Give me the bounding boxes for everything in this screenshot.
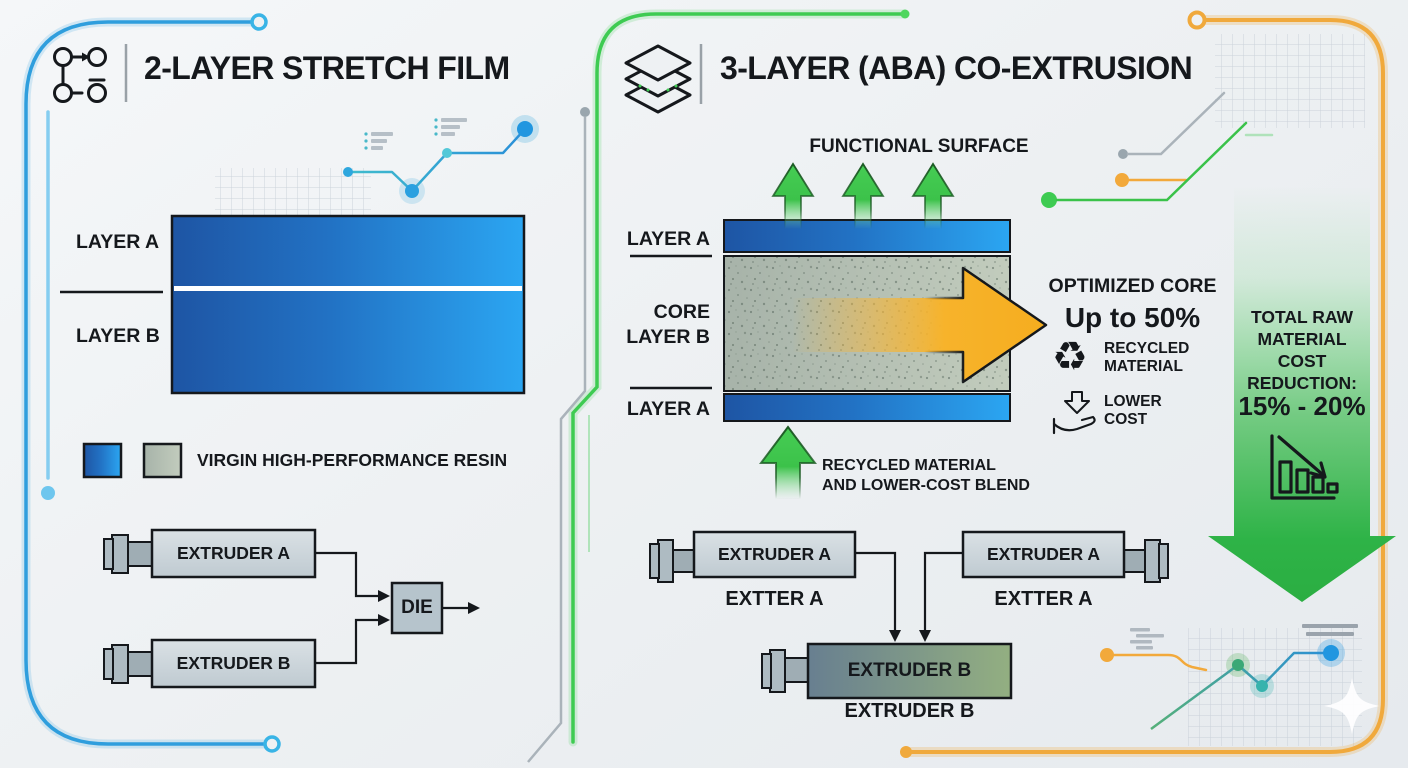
- cost-reduction-down-arrow: [1208, 186, 1396, 602]
- orange-frame: [909, 18, 1385, 754]
- core-layer-label: CORE LAYER B: [626, 301, 710, 348]
- grid-decoration-top-right: [1215, 34, 1365, 128]
- extruder-a-shape: [103, 528, 317, 579]
- right-extruder-flow: [649, 530, 1169, 700]
- green-up-arrow: [841, 162, 885, 230]
- list-icon: [434, 118, 467, 136]
- mini-line-chart-top: [343, 115, 539, 204]
- extruder-b-shape: [103, 638, 317, 689]
- lower-cost-label: LOWER COST: [1104, 393, 1162, 428]
- frame-lines: [21, 9, 1388, 763]
- layer-a-bottom-band: [723, 393, 1011, 422]
- list-icon: [1302, 624, 1358, 636]
- blue-frame-end-ring: [263, 735, 281, 753]
- gray-divider-line: [527, 117, 587, 763]
- legend-swatches: [82, 442, 183, 479]
- legend-swatch-blue: [82, 442, 123, 479]
- extruder-a-label: EXTRUDER A: [176, 543, 291, 564]
- extruder-b-caption: EXTRUDER B: [844, 700, 975, 722]
- extruder-b-shape: [761, 642, 1013, 700]
- extruder-a-left-label: EXTRUDER A: [717, 544, 832, 565]
- mini-line-chart-bottom: [1100, 624, 1380, 734]
- recycled-material-label: RECYCLED MATERIAL: [1104, 340, 1190, 375]
- left-panel-title: 2-LAYER STRETCH FILM: [144, 50, 510, 86]
- two-layer-film: [170, 214, 526, 395]
- left-extruder-flow: [103, 528, 480, 689]
- functional-surface-label: FUNCTIONAL SURFACE: [809, 136, 1029, 157]
- extruder-a-right-shape: [961, 530, 1169, 583]
- extruder-a-left-caption: EXTTER A: [725, 588, 824, 610]
- layer-b-label: LAYER B: [76, 325, 160, 347]
- left-film-diagram: [60, 214, 526, 395]
- blend-input-green-arrow: [759, 425, 817, 500]
- extruder-a-right-label: EXTRUDER A: [986, 544, 1101, 565]
- optimized-core-orange-arrow: [790, 266, 1048, 384]
- optimized-core-value: Up to 50%: [1064, 302, 1201, 333]
- blue-frame-end-ring: [250, 13, 268, 31]
- list-icon: [1130, 628, 1164, 650]
- right-panel-title: 3-LAYER (ABA) CO-EXTRUSION: [720, 50, 1193, 86]
- layer-a-top-label: LAYER A: [626, 228, 710, 250]
- sparkle-decoration: [1324, 678, 1380, 734]
- recycle-icon: ♻: [1052, 334, 1088, 380]
- green-up-arrow: [911, 162, 955, 230]
- extruder-a-right-caption: EXTTER A: [994, 588, 1093, 610]
- layer-a-label: LAYER A: [76, 231, 160, 253]
- extruder-b-right-label: EXTRUDER B: [847, 660, 972, 682]
- film-layer-divider: [174, 286, 522, 291]
- left-header-icon: [53, 47, 107, 103]
- layer-a-bottom-label: LAYER A: [626, 398, 710, 420]
- layers-stack-icon: [624, 44, 692, 114]
- functional-surface-arrows: [771, 162, 955, 230]
- optimized-core-heading: OPTIMIZED CORE: [1048, 275, 1217, 297]
- right-film-diagram: [630, 219, 1011, 422]
- list-icon: [364, 132, 393, 150]
- legend-swatch-green-gray: [142, 442, 183, 479]
- orange-frame-end-ring: [1187, 10, 1207, 30]
- green-up-arrow: [771, 162, 815, 230]
- legend-label: VIRGIN HIGH-PERFORMANCE RESIN: [197, 450, 508, 470]
- die-label: DIE: [401, 597, 433, 619]
- blend-note: RECYCLED MATERIAL AND LOWER-COST BLEND: [822, 457, 1030, 494]
- cost-reduction-value: 15% - 20%: [1238, 391, 1366, 421]
- cost-reduction-heading: TOTAL RAW MATERIAL COST REDUCTION:: [1247, 307, 1357, 393]
- lower-cost-icon: [1052, 391, 1096, 435]
- green-frame: [571, 12, 905, 744]
- extruder-a-left-shape: [649, 530, 857, 583]
- background-decorations: [215, 34, 1380, 746]
- declining-bar-chart-icon: [1270, 434, 1339, 500]
- extruder-b-label: EXTRUDER B: [176, 653, 291, 674]
- blue-frame: [24, 20, 265, 746]
- flow-connectors: [855, 551, 963, 632]
- die-box: [390, 581, 444, 635]
- flow-connectors: [315, 551, 468, 665]
- circuit-lines-top-right: [1041, 91, 1274, 208]
